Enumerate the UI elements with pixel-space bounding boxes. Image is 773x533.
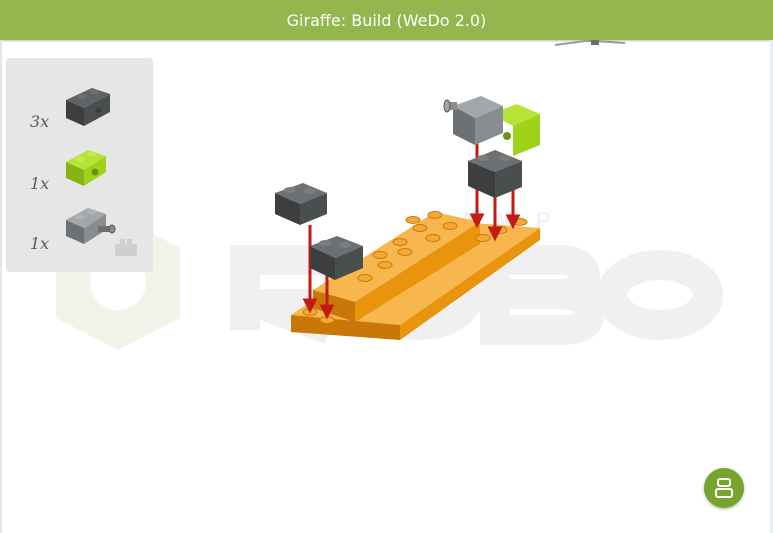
parts-list-item: 1x bbox=[6, 202, 153, 260]
toolbar-fragment-icon bbox=[555, 40, 625, 46]
build-model-view bbox=[275, 96, 540, 340]
brick-stack-icon bbox=[715, 478, 733, 498]
frame-left-edge bbox=[0, 40, 2, 533]
part-quantity: 3x bbox=[30, 112, 50, 131]
frame-right-edge bbox=[770, 40, 773, 533]
svg-text:✲: ✲ bbox=[95, 106, 102, 115]
bricks-toggle-icon[interactable] bbox=[112, 236, 140, 258]
part-quantity: 1x bbox=[30, 234, 50, 253]
lime-brick-icon bbox=[66, 150, 106, 186]
dark-gray-brick-icon: ✲ bbox=[66, 88, 110, 126]
part-quantity: 1x bbox=[30, 174, 50, 193]
parts-list-item: 1x bbox=[6, 142, 153, 200]
gray-motor-brick-icon bbox=[66, 208, 116, 244]
parts-toggle-button[interactable] bbox=[704, 468, 744, 508]
window-title: Giraffe: Build (WeDo 2.0) bbox=[286, 10, 487, 30]
parts-list-item: 3x ✲ bbox=[6, 80, 153, 138]
window-title-bar: Giraffe: Build (WeDo 2.0) bbox=[0, 0, 773, 40]
parts-list-panel: 3x ✲ 1x 1x bbox=[6, 58, 153, 272]
